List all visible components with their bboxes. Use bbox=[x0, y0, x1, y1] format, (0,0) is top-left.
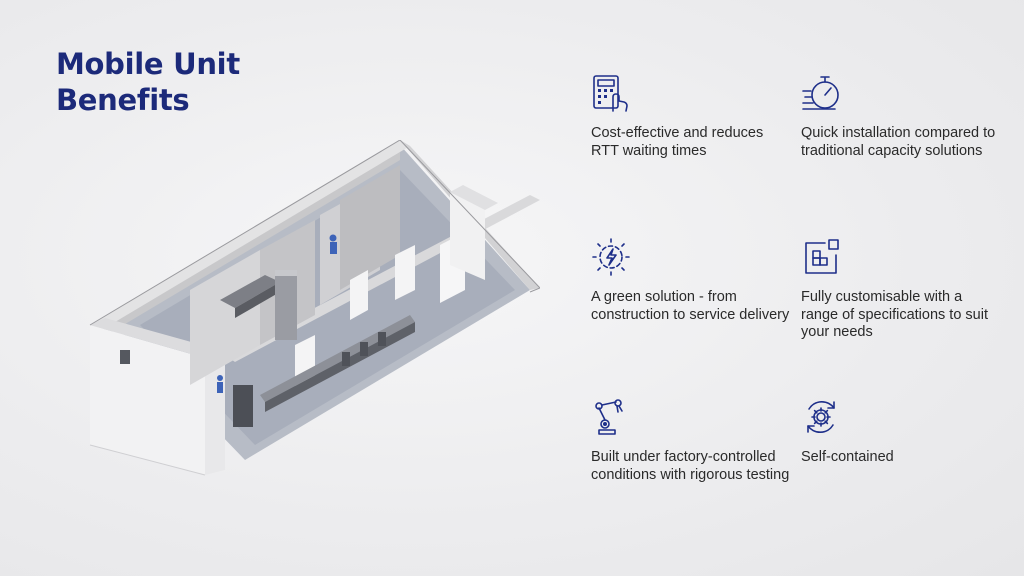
benefit-cost-effective: Cost-effective and reduces RTT waiting t… bbox=[591, 73, 791, 160]
benefit-text: Fully customisable with a range of speci… bbox=[801, 289, 988, 340]
green-energy-icon bbox=[591, 237, 631, 277]
benefit-text: A green solution - from construction to … bbox=[591, 289, 790, 323]
benefit-text: Built under factory-controlled condition… bbox=[591, 449, 790, 483]
benefit-customisable: Fully customisable with a range of speci… bbox=[801, 237, 1001, 342]
calculator-hand-icon bbox=[591, 73, 631, 113]
customise-grid-icon bbox=[801, 237, 841, 277]
title-line-1: Mobile Unit bbox=[56, 47, 240, 81]
stopwatch-icon bbox=[801, 73, 841, 113]
benefit-self-contained: Self-contained bbox=[801, 397, 1001, 467]
mobile-unit-illustration bbox=[80, 139, 541, 480]
benefit-quick-installation: Quick installation compared to tradition… bbox=[801, 73, 1001, 160]
gear-cycle-icon bbox=[801, 397, 841, 437]
benefit-text: Cost-effective and reduces RTT waiting t… bbox=[591, 125, 764, 159]
title-line-2: Benefits bbox=[56, 83, 190, 117]
benefit-green-solution: A green solution - from construction to … bbox=[591, 237, 791, 324]
benefit-factory-built: Built under factory-controlled condition… bbox=[591, 397, 791, 484]
benefit-text: Self-contained bbox=[801, 449, 894, 465]
robotic-arm-icon bbox=[591, 397, 631, 437]
page-title: Mobile Unit Benefits bbox=[56, 46, 240, 118]
benefit-text: Quick installation compared to tradition… bbox=[801, 125, 996, 159]
unit-cutaway-drawing bbox=[89, 139, 541, 476]
